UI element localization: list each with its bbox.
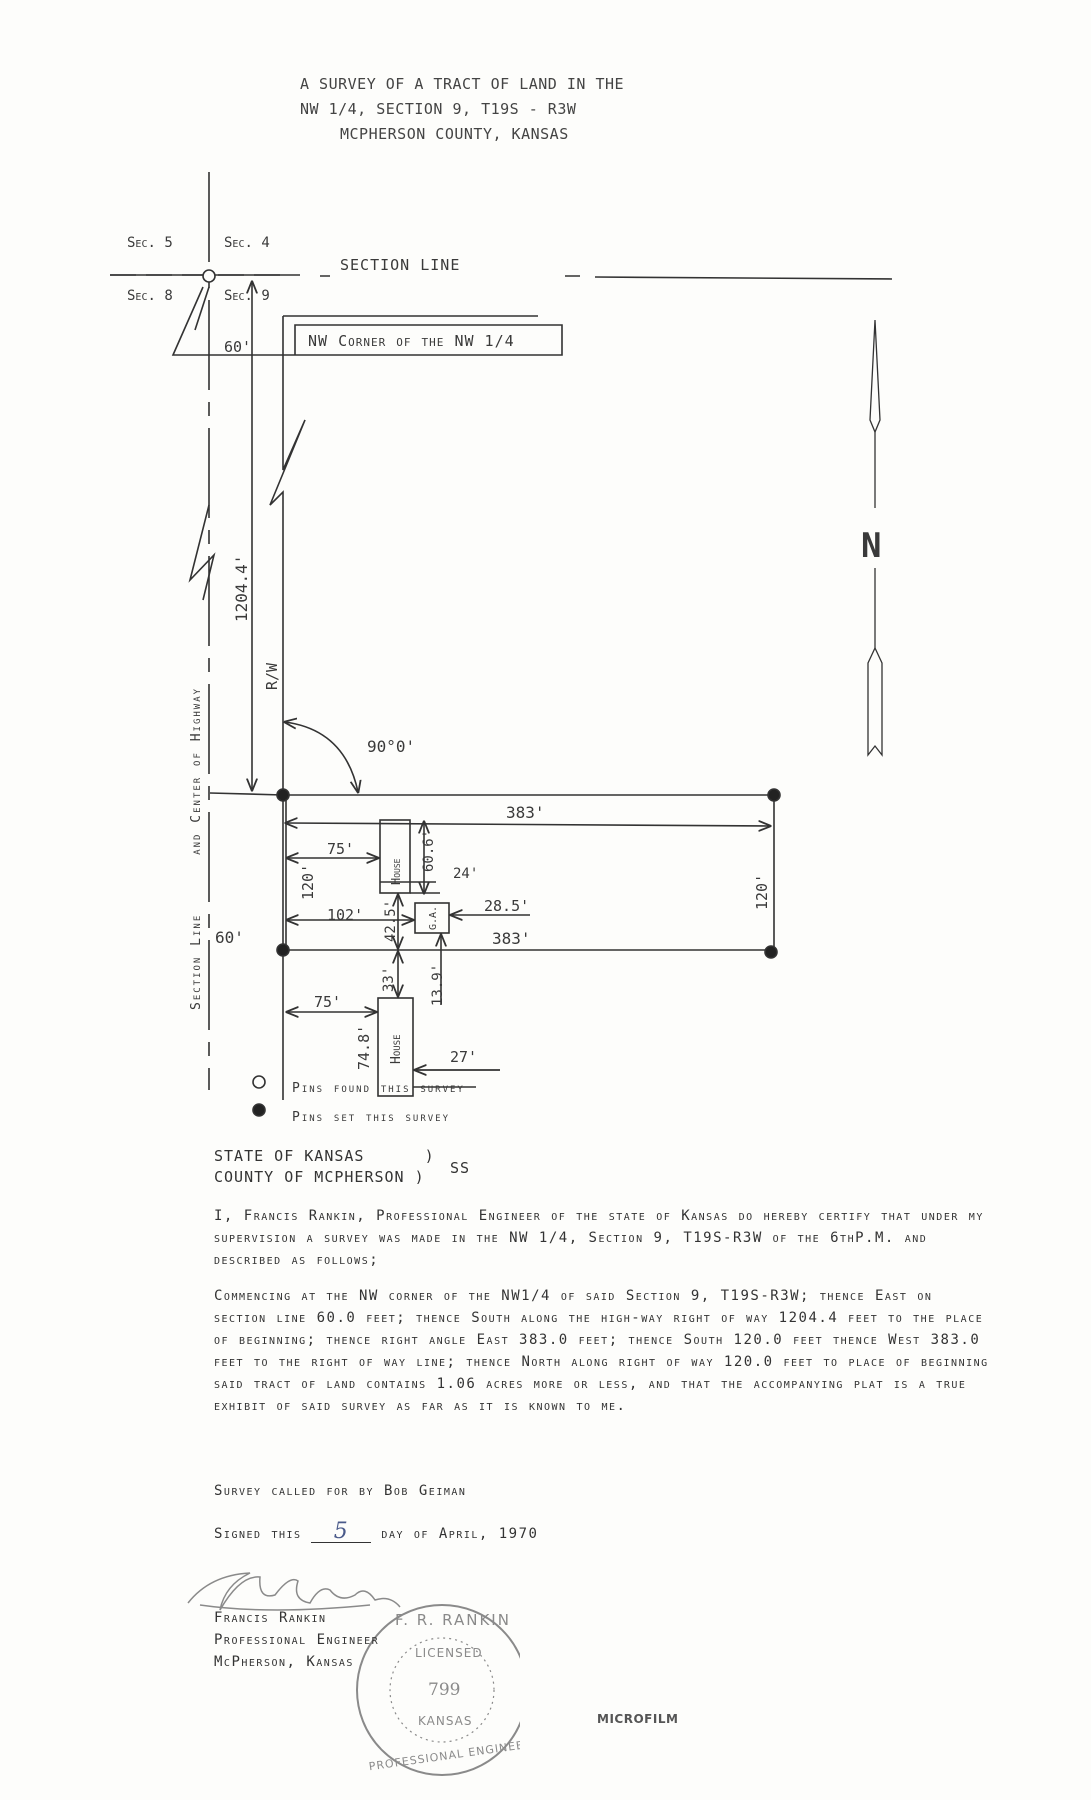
right-of-way-line (269, 315, 538, 1100)
label-width-bottom: 383' (492, 929, 531, 948)
pin-set-ne (767, 788, 781, 802)
title-line-1: A SURVEY OF A TRACT OF LAND IN THE (300, 75, 625, 93)
venue-state: STATE OF KANSAS ) (214, 1147, 435, 1165)
signed-line: Signed this 5 day of April, 1970 (214, 1521, 994, 1545)
legal-description: Commencing at the NW corner of the NW1/4… (214, 1285, 994, 1417)
angle-arc (285, 722, 358, 792)
label-sec-5: Sec. 5 (127, 235, 173, 251)
label-depth-right: 120' (753, 874, 771, 910)
label-house-1: House (389, 858, 403, 885)
seal-number: 799 (428, 1680, 460, 1700)
legend-pin-set (252, 1103, 266, 1117)
label-house-2-offset: 75' (314, 993, 341, 1011)
microfilm-stamp: MICROFILM (597, 1712, 679, 1726)
house-1-outline (379, 819, 411, 894)
label-rw: R/W (263, 662, 281, 690)
seal-top-text: F. R. RANKIN (395, 1611, 511, 1629)
label-house-1-width: 24' (453, 866, 478, 882)
called-for-line: Survey called for by Bob Geiman (214, 1480, 994, 1502)
label-garage-offset: 102' (327, 906, 363, 924)
signer-name: Francis Rankin (214, 1610, 327, 1626)
tract-boundary (283, 794, 775, 951)
venue-ss: SS (450, 1159, 471, 1177)
label-nw-corner: NW Corner of the NW 1/4 (308, 332, 515, 350)
signature-mark (187, 1572, 401, 1611)
seal-bottom-text: PROFESSIONAL ENGINEER (368, 1737, 520, 1773)
signed-suffix: day of April, 1970 (381, 1526, 539, 1542)
label-house-2-width: 27' (450, 1048, 477, 1066)
pin-set-se (764, 945, 778, 959)
label-highway: Section Line and Center of Highway (189, 687, 204, 1010)
legend-pin-found (252, 1075, 266, 1089)
signed-day: 5 (311, 1521, 372, 1543)
called-for-text: Survey called for by Bob Geiman (214, 1483, 467, 1499)
label-house-1-offset: 75' (327, 840, 354, 858)
seal-state-text: KANSAS (418, 1714, 473, 1728)
label-angle: 90°0' (367, 737, 415, 756)
label-sec-9: Sec. 9 (224, 288, 270, 304)
venue-county: COUNTY OF MCPHERSON ) (214, 1168, 425, 1186)
engineer-seal (356, 1604, 520, 1776)
north-arrow-icon (867, 319, 883, 757)
garage-outline (414, 902, 450, 934)
pin-set-sw (276, 943, 290, 957)
survey-title: A SURVEY OF A TRACT OF LAND IN THE NW 1/… (300, 72, 624, 147)
label-gap-line-house-2: 33' (381, 967, 397, 992)
certification-paragraph: I, Francis Rankin, Professional Engineer… (214, 1205, 994, 1271)
label-row-distance: 1204.4' (232, 555, 251, 622)
label-offset-top: 60' (224, 338, 251, 356)
signed-prefix: Signed this (214, 1526, 302, 1542)
pin-found-corner (202, 269, 216, 283)
seal-mid-text: LICENSED (415, 1646, 483, 1660)
label-north: N (861, 526, 881, 566)
label-garage: G.A. (428, 906, 439, 930)
label-depth: 120' (299, 864, 317, 900)
description-text: Commencing at the NW corner of the NW1/4… (214, 1288, 989, 1414)
title-line-3: MCPHERSON COUNTY, KANSAS (340, 125, 569, 143)
label-offset-bottom: 60' (215, 928, 244, 947)
label-width-top: 383' (506, 803, 545, 822)
label-garage-width: 28.5' (484, 897, 529, 915)
label-sec-8: Sec. 8 (127, 288, 173, 304)
label-gap-house-garage: 42.5' (383, 900, 399, 942)
signer-location: McPherson, Kansas (214, 1654, 354, 1670)
legend-found-text: Pins found this survey (292, 1081, 465, 1096)
highway-break (188, 504, 216, 601)
signature-and-seal: F. R. RANKIN LICENSED 799 KANSAS PROFESS… (187, 1572, 520, 1776)
signer-title: Professional Engineer (214, 1632, 380, 1648)
label-house-1-length: 60.6' (421, 830, 437, 872)
signature-block: Francis Rankin Professional Engineer McP… (214, 1607, 994, 1673)
label-garage-gap: 13.9' (430, 964, 446, 1006)
title-line-2: NW 1/4, SECTION 9, T19S - R3W (300, 100, 577, 118)
venue-block: STATE OF KANSAS ) COUNTY OF MCPHERSON ) … (214, 1146, 994, 1188)
certification-text: I, Francis Rankin, Professional Engineer… (214, 1208, 984, 1268)
label-sec-4: Sec. 4 (224, 235, 270, 251)
label-section-line: SECTION LINE (340, 256, 460, 274)
legend-set-text: Pins set this survey (292, 1110, 450, 1125)
label-house-2: House (389, 1034, 404, 1064)
label-house-2-length: 74.8' (355, 1025, 373, 1070)
pin-set-nw (276, 788, 290, 802)
house-2-outline (377, 997, 414, 1097)
plat-drawing: Sec. 5 Sec. 4 Sec. 8 Sec. 9 SECTION LINE… (110, 172, 893, 1125)
